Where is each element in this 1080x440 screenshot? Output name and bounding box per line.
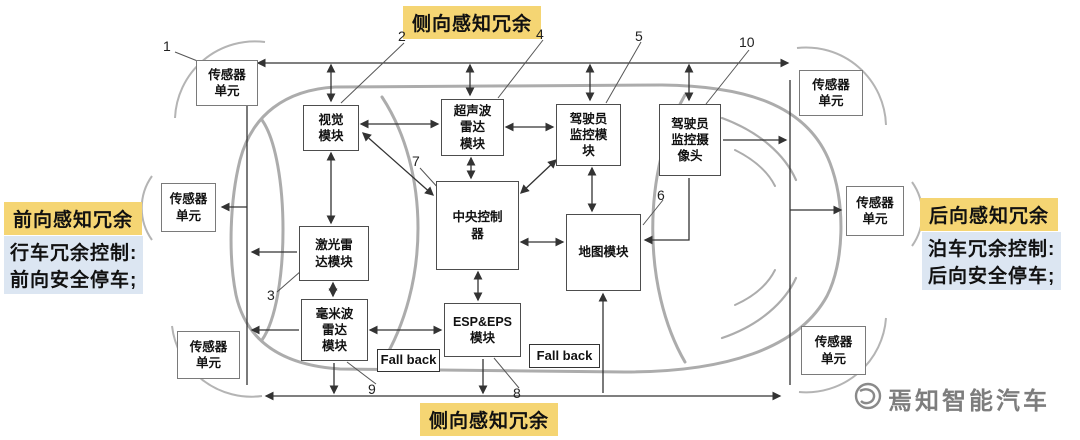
forward-safe-stop-label: 前向安全停车; bbox=[4, 263, 144, 294]
driving-redundancy-control-label: 行车冗余控制: bbox=[4, 236, 144, 267]
yanzhi-logo-icon bbox=[854, 382, 882, 410]
callout-leader-lines bbox=[174, 39, 750, 389]
callout-4: 4 bbox=[536, 26, 544, 42]
module-connectors bbox=[250, 63, 788, 395]
bottom-lateral-redundancy-label: 侧向感知冗余 bbox=[420, 403, 559, 436]
sensor-unit-bottom-left: 传感器 单元 bbox=[177, 331, 240, 379]
hood-line bbox=[260, 118, 285, 342]
parking-redundancy-control-label: 泊车冗余控制: bbox=[922, 232, 1062, 263]
callout-2: 2 bbox=[398, 28, 406, 44]
watermark-brand-text: 焉知智能汽车 bbox=[888, 388, 1050, 415]
rear-safe-stop-label: 后向安全停车; bbox=[922, 259, 1062, 290]
vision-module: 视觉 模块 bbox=[303, 105, 359, 151]
sensor-unit-bottom-right: 传感器 单元 bbox=[801, 326, 866, 375]
callout-7: 7 bbox=[412, 153, 420, 169]
callout-8: 8 bbox=[513, 385, 521, 401]
callout-3: 3 bbox=[267, 287, 275, 303]
rear-redundancy-label: 后向感知冗余 bbox=[920, 198, 1059, 231]
bus-lines bbox=[220, 58, 843, 401]
fallback-left-box: Fall back bbox=[377, 349, 440, 372]
callout-1: 1 bbox=[163, 38, 171, 54]
ultrasonic-radar-module: 超声波 雷达 模块 bbox=[441, 99, 504, 156]
central-controller-module: 中央控制 器 bbox=[436, 181, 519, 270]
driver-monitor-camera: 驾驶员 监控摄 像头 bbox=[659, 104, 721, 176]
callout-10: 10 bbox=[739, 34, 755, 50]
sensor-unit-left-middle: 传感器 单元 bbox=[161, 183, 216, 232]
fallback-right-box: Fall back bbox=[529, 344, 600, 368]
windshield-line bbox=[380, 95, 420, 365]
lidar-module: 激光雷 达模块 bbox=[299, 226, 369, 281]
sensor-unit-right-middle: 传感器 单元 bbox=[846, 186, 904, 236]
sensor-unit-top-right: 传感器 单元 bbox=[799, 70, 863, 116]
callout-9: 9 bbox=[368, 381, 376, 397]
top-lateral-redundancy-label: 侧向感知冗余 bbox=[403, 6, 542, 39]
driver-monitor-module: 驾驶员 监控模 块 bbox=[556, 104, 621, 166]
sensor-unit-top-left: 传感器 单元 bbox=[196, 60, 258, 106]
mmwave-radar-module: 毫米波 雷达 模块 bbox=[301, 299, 368, 361]
map-module: 地图模块 bbox=[566, 214, 641, 291]
front-redundancy-label: 前向感知冗余 bbox=[4, 202, 143, 235]
callout-6: 6 bbox=[657, 187, 665, 203]
callout-5: 5 bbox=[635, 28, 643, 44]
esp-eps-module: ESP&EPS 模块 bbox=[444, 303, 521, 357]
